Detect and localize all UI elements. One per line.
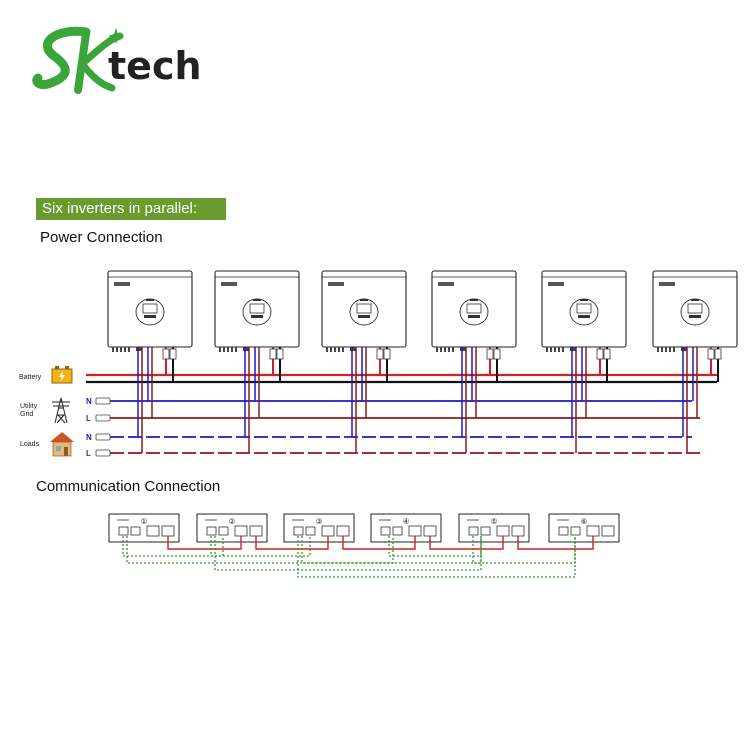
- terminal-connector: [95, 449, 111, 457]
- current-sharing-cable: [472, 536, 576, 564]
- battery-connector: [493, 348, 501, 360]
- inverter-brand-badge: [114, 282, 130, 286]
- unit-number: ③: [315, 517, 322, 526]
- rj45-port: [468, 526, 479, 536]
- terminal-connector: [95, 397, 111, 405]
- unit-number: ④: [402, 517, 409, 526]
- inverter-brand-badge: [548, 282, 564, 286]
- rj45-port: [601, 525, 615, 537]
- comm-port-panel: ⑥: [548, 513, 620, 543]
- battery-connector: [169, 348, 177, 360]
- battery-label: Battery: [19, 374, 42, 381]
- rj45-port: [423, 525, 437, 537]
- rj45-port: [249, 525, 263, 537]
- rj45-port: [234, 525, 248, 537]
- house-icon: [50, 432, 74, 457]
- current-sharing-cable: [214, 536, 482, 571]
- rj45-port: [511, 525, 525, 537]
- current-sharing-cable: [126, 536, 394, 564]
- inverter-unit: [214, 270, 300, 453]
- inverter-unit: [107, 270, 193, 453]
- battery-connector: [714, 348, 722, 360]
- current-sharing-cable: [210, 536, 311, 557]
- comm-port-panel: ⑤: [458, 513, 530, 543]
- rj45-port: [496, 525, 510, 537]
- loads-line-label: L: [86, 449, 91, 458]
- battery-connector: [603, 348, 611, 360]
- grid-line-label: L: [86, 414, 91, 423]
- battery-connector: [276, 348, 284, 360]
- rj45-port: [218, 526, 229, 536]
- communication-diagram: ① ② ③ ④ ⑤ ⑥: [108, 513, 620, 578]
- loads-label: Loads: [20, 441, 40, 448]
- power-connection-heading: Power Connection: [40, 229, 163, 246]
- rj45-port: [408, 525, 422, 537]
- utility-grid-label: Utility Grid: [20, 403, 38, 418]
- current-sharing-cable: [301, 536, 482, 564]
- current-sharing-cable: [122, 536, 224, 557]
- battery-connector: [486, 348, 494, 360]
- utility-tower-icon: [52, 397, 70, 424]
- unit-number: ⑤: [490, 517, 497, 526]
- rj45-port: [293, 526, 304, 536]
- battery-connector: [596, 348, 604, 360]
- inverter-unit: [431, 270, 517, 453]
- battery-connector: [376, 348, 384, 360]
- rj45-port: [146, 525, 160, 537]
- inverter-unit: [321, 270, 407, 453]
- loads-neutral-label: N: [86, 433, 92, 442]
- battery-connector: [707, 348, 715, 360]
- rj45-port: [161, 525, 175, 537]
- rj45-port: [480, 526, 491, 536]
- logo-mark-icon: [32, 26, 124, 94]
- parallel-comm-cable: [429, 536, 504, 550]
- rj45-port: [130, 526, 141, 536]
- parallel-comm-cable: [342, 536, 416, 550]
- logo-wordmark: tech: [108, 44, 202, 88]
- unit-number: ②: [228, 517, 235, 526]
- sktech-logo: [28, 20, 228, 100]
- parallel-comm-cable: [167, 536, 242, 550]
- rj45-port: [305, 526, 316, 536]
- terminal-connector: [95, 414, 111, 422]
- parallel-comm-cable: [517, 536, 594, 550]
- rj45-port: [558, 526, 569, 536]
- grid-neutral-label: N: [86, 397, 92, 406]
- section-banner: Six inverters in parallel:: [36, 198, 226, 220]
- unit-number: ⑥: [580, 517, 587, 526]
- rj45-port: [336, 525, 350, 537]
- communication-connection-heading: Communication Connection: [36, 478, 221, 495]
- inverter-brand-badge: [221, 282, 237, 286]
- terminal-connector: [95, 433, 111, 441]
- rj45-port: [118, 526, 129, 536]
- battery-connector: [383, 348, 391, 360]
- current-sharing-cable: [297, 536, 576, 578]
- rj45-port: [570, 526, 581, 536]
- rj45-port: [586, 525, 600, 537]
- battery-icon: [51, 366, 73, 384]
- rj45-port: [321, 525, 335, 537]
- inverter-unit: [541, 270, 627, 453]
- inverter-unit: [652, 270, 738, 453]
- rj45-port: [206, 526, 217, 536]
- inverter-brand-badge: [659, 282, 675, 286]
- unit-number: ①: [140, 517, 147, 526]
- rj45-port: [392, 526, 403, 536]
- rj45-port: [380, 526, 391, 536]
- inverter-brand-badge: [438, 282, 454, 286]
- inverter-brand-badge: [328, 282, 344, 286]
- battery-connector: [162, 348, 170, 360]
- parallel-comm-cable: [255, 536, 329, 550]
- battery-connector: [269, 348, 277, 360]
